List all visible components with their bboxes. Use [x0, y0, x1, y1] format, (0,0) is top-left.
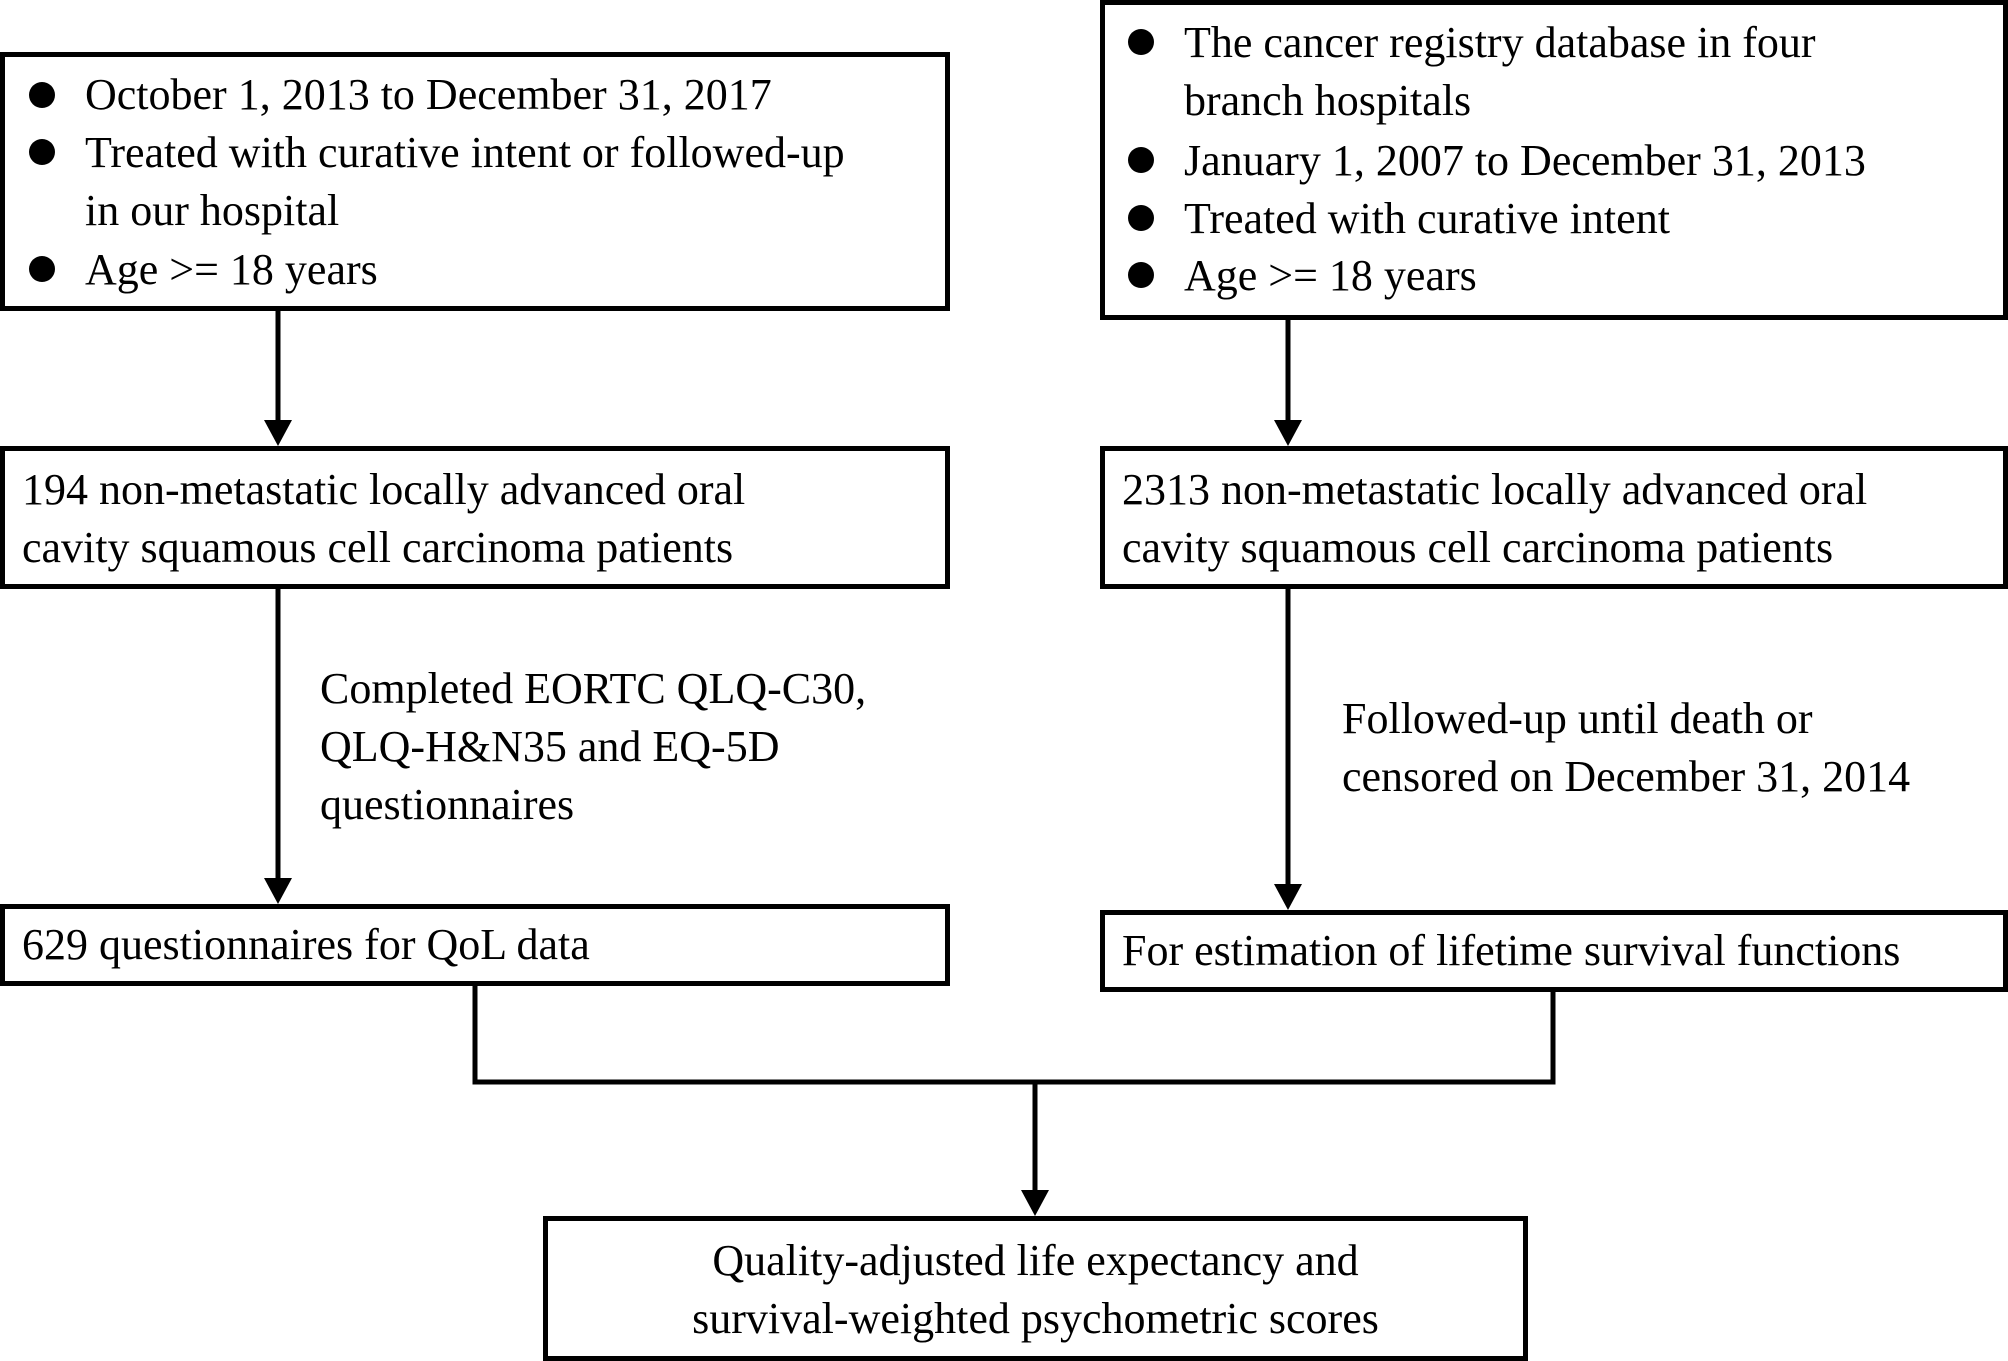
- left-cohort-line-1: 194 non-metastatic locally advanced oral: [22, 465, 746, 514]
- right-criteria-registry: The cancer registry database in four: [1184, 18, 1816, 67]
- left-criteria-box: [0, 52, 950, 311]
- left-result-text: 629 questionnaires for QoL data: [22, 920, 590, 969]
- outcome-line-1: Quality-adjusted life expectancy and: [712, 1236, 1359, 1285]
- bullet-icon: [29, 139, 55, 165]
- arrowhead-right-1: [1274, 420, 1302, 446]
- bullet-icon: [1128, 147, 1154, 173]
- arrowhead-left-2: [264, 878, 292, 904]
- right-criteria-treatment: Treated with curative intent: [1184, 194, 1670, 243]
- left-criteria-treatment-cont: in our hospital: [85, 186, 340, 235]
- arrowhead-merge: [1021, 1190, 1049, 1216]
- left-criteria-treatment: Treated with curative intent or followed…: [85, 128, 845, 177]
- right-result-text: For estimation of lifetime survival func…: [1122, 926, 1901, 975]
- right-criteria-registry-cont: branch hospitals: [1184, 76, 1472, 125]
- left-criteria-date-range: October 1, 2013 to December 31, 2017: [85, 70, 772, 119]
- bullet-icon: [1128, 29, 1154, 55]
- right-criteria-age: Age >= 18 years: [1184, 251, 1477, 300]
- bullet-icon: [1128, 262, 1154, 288]
- right-cohort-line-2: cavity squamous cell carcinoma patients: [1122, 523, 1834, 572]
- left-step-label-line-3: questionnaires: [320, 780, 575, 829]
- right-cohort-line-1: 2313 non-metastatic locally advanced ora…: [1122, 465, 1868, 514]
- bullet-icon: [1128, 205, 1154, 231]
- bullet-icon: [29, 256, 55, 282]
- right-criteria-date-range: January 1, 2007 to December 31, 2013: [1184, 136, 1866, 185]
- right-step-label-line-2: censored on December 31, 2014: [1342, 752, 1911, 801]
- outcome-box: [543, 1216, 1528, 1361]
- merge-connector: [472, 986, 1556, 1085]
- left-step-label-line-2: QLQ-H&N35 and EQ-5D: [320, 722, 780, 771]
- right-step-label-line-1: Followed-up until death or: [1342, 694, 1813, 743]
- outcome-line-2: survival-weighted psychometric scores: [692, 1294, 1379, 1343]
- left-step-label-line-1: Completed EORTC QLQ-C30,: [320, 664, 867, 713]
- arrowhead-right-2: [1274, 884, 1302, 910]
- left-result-box: [0, 904, 950, 986]
- left-criteria-age: Age >= 18 years: [85, 245, 378, 294]
- bullet-icon: [29, 82, 55, 108]
- arrowhead-left-1: [264, 420, 292, 446]
- right-result-box: [1100, 910, 2008, 992]
- left-cohort-box: [0, 446, 950, 589]
- left-cohort-line-2: cavity squamous cell carcinoma patients: [22, 523, 734, 572]
- right-criteria-box: [1100, 0, 2008, 320]
- right-cohort-box: [1100, 446, 2008, 589]
